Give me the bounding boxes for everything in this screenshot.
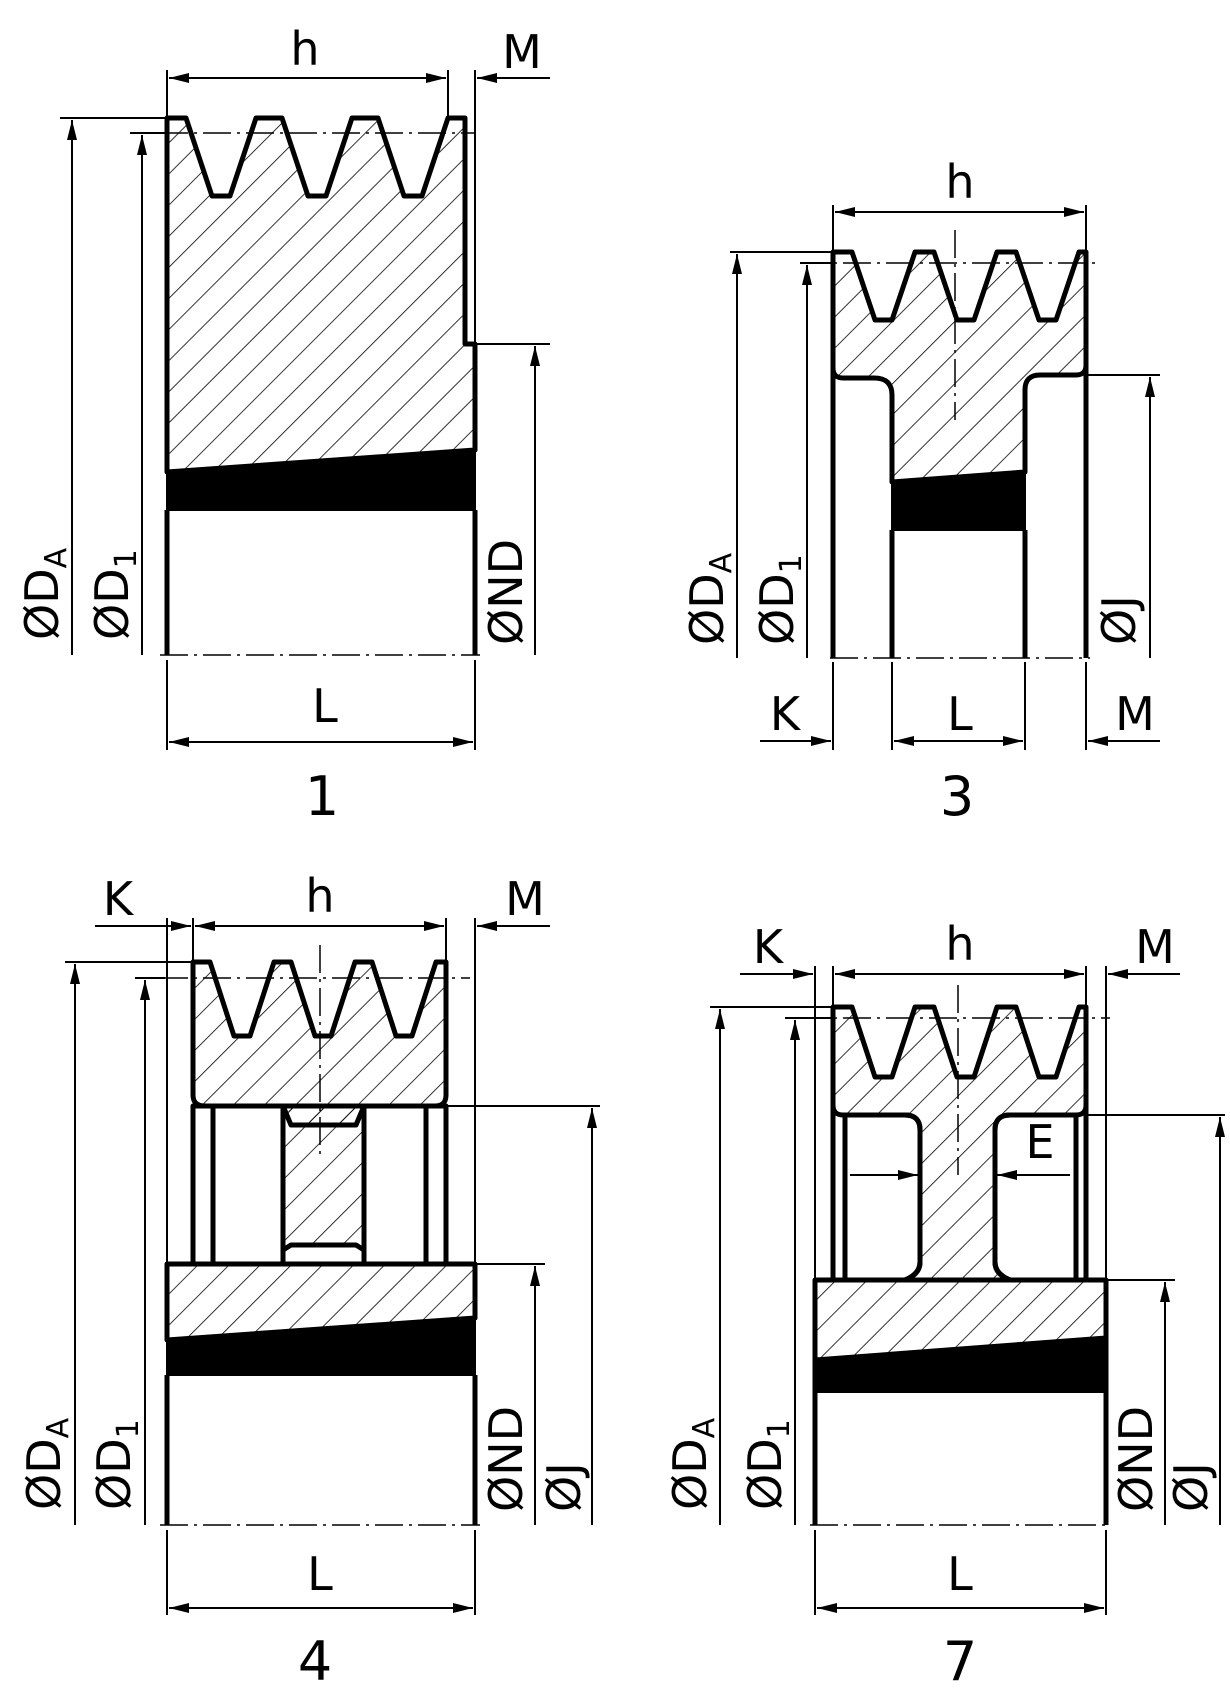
view-7-label-h: h (945, 917, 974, 971)
view-4-number: 4 (298, 1630, 332, 1688)
view-1-label-m: M (502, 25, 542, 79)
view-4-label-m: M (505, 872, 545, 926)
view-4-label-d1: ØD1 (87, 1419, 146, 1510)
view-1-label-da: ØDA (15, 547, 74, 640)
view-7-label-k: K (753, 920, 785, 974)
view-3-label-m: M (1115, 687, 1155, 741)
view-3-label-da: ØDA (680, 552, 739, 645)
view-3-body (830, 249, 1089, 485)
view-3-label-l: L (947, 687, 973, 741)
view-3-bushing (891, 470, 1026, 531)
view-4-label-k: K (103, 872, 135, 926)
view-3: h K L M ØDA ØD1 ØJ 3 (680, 155, 1160, 828)
view-3-label-j: ØJ (1092, 595, 1146, 645)
view-3-number: 3 (940, 765, 974, 828)
view-3-label-h: h (945, 155, 974, 209)
view-7-label-e: E (1025, 1115, 1054, 1169)
view-7-label-l: L (947, 1547, 973, 1601)
view-3-label-d1: ØD1 (750, 554, 809, 645)
view-4-label-j: ØJ (537, 1462, 591, 1512)
view-7-label-da: ØDA (663, 1417, 722, 1510)
view-1-label-l: L (312, 679, 338, 733)
view-7-label-nd: ØND (1109, 1406, 1163, 1512)
view-7-label-d1: ØD1 (738, 1419, 797, 1510)
view-7-label-m: M (1135, 920, 1175, 974)
view-7-number: 7 (943, 1630, 977, 1688)
view-1-label-h: h (290, 22, 319, 76)
view-1-label-nd: ØND (479, 539, 533, 645)
view-1: h M L ØDA ØD1 ØND 1 (15, 22, 550, 828)
view-4-label-l: L (307, 1547, 333, 1601)
view-4: h K M L ØDA ØD1 ØND ØJ 4 (17, 869, 600, 1688)
view-7: h K M E L ØDA ØD1 ØND ØJ 7 (663, 917, 1225, 1688)
view-3-label-k: K (770, 687, 802, 741)
view-1-body (164, 115, 478, 475)
view-1-number: 1 (305, 765, 339, 828)
view-4-label-da: ØDA (17, 1417, 76, 1510)
view-1-label-d1: ØD1 (85, 549, 144, 640)
view-4-label-nd: ØND (479, 1406, 533, 1512)
view-4-label-h: h (305, 869, 334, 923)
view-7-label-j: ØJ (1164, 1462, 1218, 1512)
